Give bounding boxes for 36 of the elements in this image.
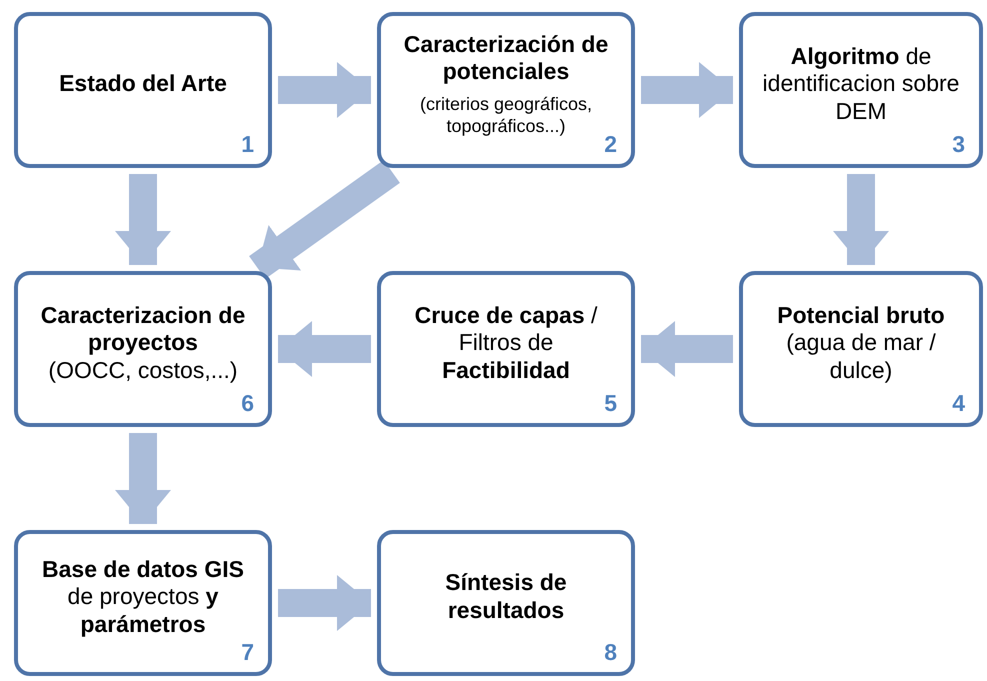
box-text: Estado del Arte [59,70,227,98]
process-box [377,12,635,168]
step-number: 7 [241,639,254,666]
box-text: Potencial bruto [777,302,945,330]
step-number: 1 [241,131,254,158]
box-text: Base de datos GIS de proyectos y parámetros [41,556,245,638]
block-arrow [249,160,400,279]
step-number: 4 [952,390,965,417]
block-arrow [278,575,371,631]
box-text: Síntesis de resultados [444,569,568,625]
process-box [739,271,983,427]
step-number: 6 [241,390,254,417]
block-arrow [278,321,371,377]
box-text: Algoritmo de identificacion sobre DEM [762,42,960,126]
block-arrow [641,321,733,377]
box-text: (OOCC, costos,...) [48,356,238,384]
process-box [377,271,635,427]
box-text: (agua de mar / dulce) [785,329,937,384]
box-note: (criterios geográficos, topográficos...) [418,94,594,138]
process-box [739,12,983,168]
box-text: Caracterización de potenciales [402,30,610,86]
step-number: 5 [604,390,617,417]
block-arrow [115,433,171,524]
process-box [14,271,272,427]
step-number: 3 [952,131,965,158]
box-text: Cruce de capas / Filtros de Factibilidad [414,302,598,384]
block-arrow [833,174,889,265]
step-number: 2 [604,131,617,158]
box-text: Caracterizacion de proyectos [40,302,246,357]
block-arrow [278,62,371,118]
process-box [14,12,272,168]
process-box [377,530,635,676]
block-arrow [115,174,171,265]
process-box [14,530,272,676]
step-number: 8 [604,639,617,666]
block-arrow [641,62,733,118]
